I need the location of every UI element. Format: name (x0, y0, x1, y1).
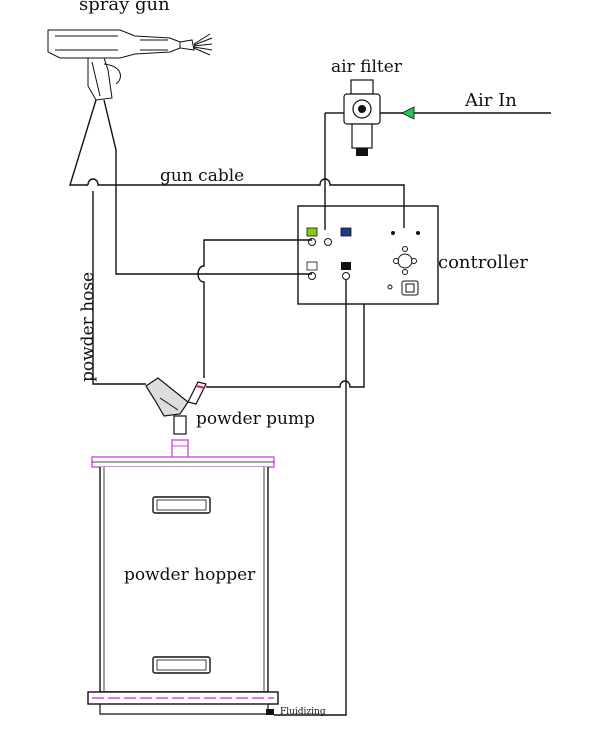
label-spray-gun: spray gun (79, 0, 170, 15)
controller-box (297, 205, 439, 305)
powder-hopper (87, 439, 279, 715)
label-air-filter: air filter (331, 57, 403, 77)
label-powder-pump: powder pump (196, 409, 315, 429)
connection-lines (69, 99, 405, 716)
spray-gun (47, 29, 213, 101)
label-gun-cable: gun cable (160, 166, 244, 186)
label-controller: controller (438, 252, 528, 273)
air-filter (343, 79, 381, 156)
powder-pump (145, 377, 207, 435)
label-fluidizing: Fluidizing (280, 707, 326, 717)
label-powder-hose: powder hose (78, 272, 98, 382)
air-inlet-arrow (401, 106, 415, 120)
label-air-in: Air In (464, 90, 517, 111)
label-powder-hopper: powder hopper (124, 565, 256, 585)
